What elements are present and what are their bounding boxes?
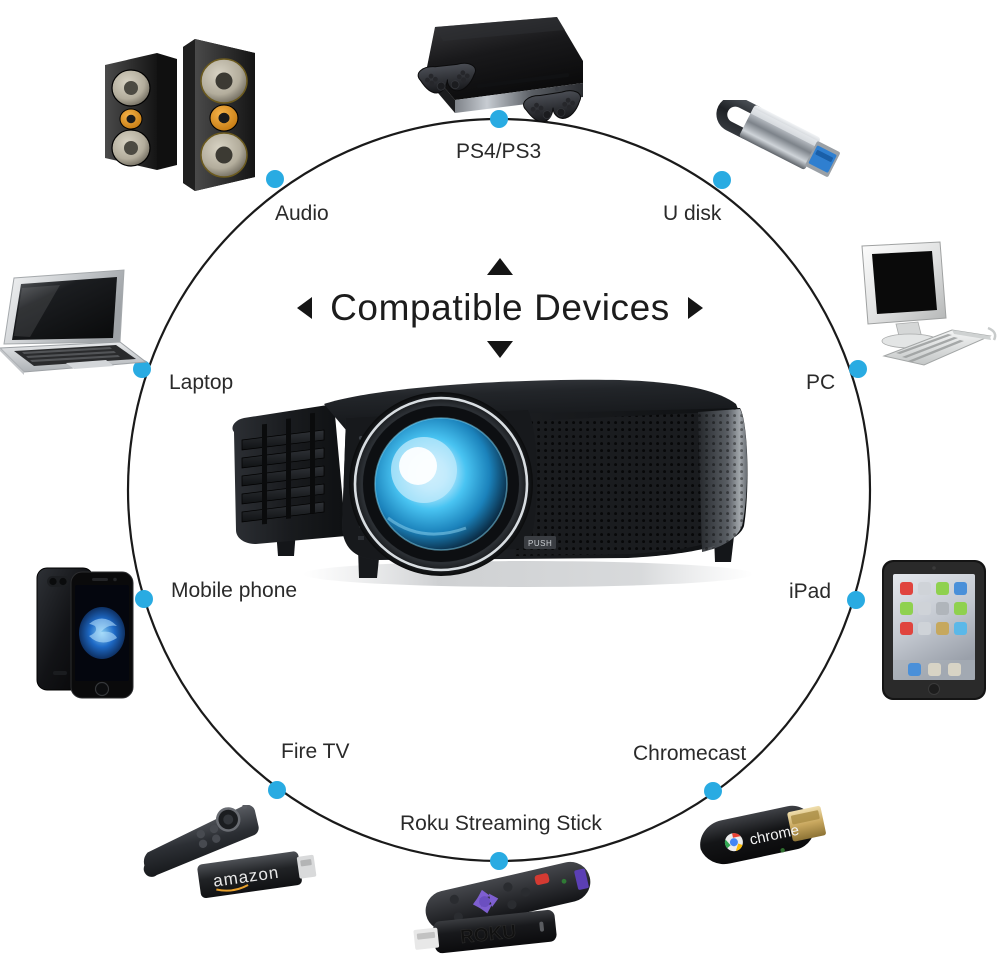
- triangle-left-icon: [297, 297, 313, 319]
- triangle-down-icon: [487, 341, 513, 358]
- label-chromecast: Chromecast: [633, 742, 747, 765]
- desktop-computer-icon: [848, 240, 1000, 375]
- label-pc: PC: [806, 371, 836, 394]
- chromecast-dongle-icon: chrome: [694, 800, 854, 890]
- fire-tv-stick-icon: amazon: [135, 805, 330, 905]
- label-laptop: Laptop: [169, 371, 234, 394]
- triangle-right-icon: [687, 297, 703, 319]
- label-u-disk: U disk: [663, 202, 722, 225]
- game-console-icon: [405, 5, 600, 130]
- center-title-block: Compatible Devices: [280, 252, 720, 364]
- triangle-up-icon: [487, 258, 513, 275]
- node-dot-chromecast: [704, 782, 722, 800]
- smartphone-icon: [27, 556, 142, 701]
- projector-image: PUSH: [228, 378, 780, 590]
- projector-badge-text: PUSH: [528, 539, 552, 548]
- usb-flash-drive-icon: [697, 100, 842, 205]
- streaming-stick-icon: ROKU: [400, 860, 615, 963]
- node-dot-fire-tv: [268, 781, 286, 799]
- label-roku: Roku Streaming Stick: [400, 812, 602, 835]
- label-ps4-ps3: PS4/PS3: [456, 140, 542, 163]
- label-ipad: iPad: [789, 580, 832, 603]
- label-fire-tv: Fire TV: [281, 740, 350, 763]
- speakers-icon: [95, 25, 295, 195]
- label-mobile-phone: Mobile phone: [171, 579, 298, 602]
- tablet-icon: [876, 556, 994, 704]
- node-dot-ipad: [847, 591, 865, 609]
- page-title: Compatible Devices: [330, 287, 670, 328]
- title-row: Compatible Devices: [297, 287, 703, 329]
- label-audio: Audio: [275, 202, 329, 225]
- laptop-icon: [0, 258, 148, 384]
